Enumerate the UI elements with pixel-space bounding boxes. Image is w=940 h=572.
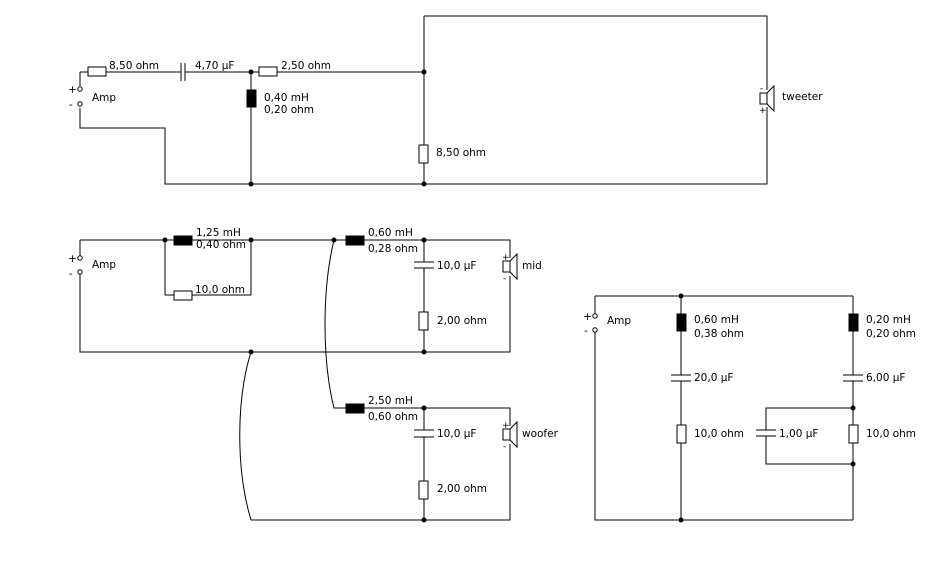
capacitor-series[interactable]: [180, 63, 186, 81]
svg-text:+: +: [759, 106, 767, 116]
plus-sign: +: [68, 253, 77, 265]
speaker-mid-icon[interactable]: + -: [502, 252, 518, 284]
resistor-right[interactable]: [848, 424, 859, 444]
amp-minus-terminal[interactable]: [592, 327, 598, 333]
resistor-left[interactable]: [676, 424, 687, 444]
resistor-right-label: 10,0 ohm: [866, 428, 916, 440]
inductor-shunt[interactable]: [246, 89, 257, 108]
resistor-series-2-label: 2,50 ohm: [281, 60, 331, 72]
resistor-series[interactable]: [87, 66, 107, 77]
amp-plus-terminal[interactable]: [77, 255, 83, 261]
resistor-mid[interactable]: [418, 311, 429, 331]
capacitor-left-label: 20,0 µF: [694, 372, 733, 384]
amp-plus-terminal[interactable]: [77, 86, 83, 92]
junction: [421, 181, 427, 187]
junction: [421, 405, 427, 411]
circuit-tweeter: + - Amp 8,50 ohm 4,70 µF 2,50 ohm 0,40 m…: [68, 15, 823, 187]
amp-label: Amp: [92, 259, 116, 271]
amp-label: Amp: [607, 315, 631, 327]
speaker-mid-label: mid: [522, 260, 542, 272]
inductor-left-resistance: 0,38 ohm: [694, 328, 744, 340]
junction: [421, 349, 427, 355]
inductor-mid[interactable]: [345, 235, 365, 246]
minus-sign: -: [69, 99, 73, 111]
svg-text:+: +: [502, 421, 510, 431]
junction: [331, 237, 337, 243]
svg-text:-: -: [503, 274, 506, 284]
capacitor-woofer-label: 10,0 µF: [437, 428, 476, 440]
resistor-parallel[interactable]: [173, 290, 193, 301]
inductor-right-value: 0,20 mH: [866, 314, 911, 326]
resistor-shunt[interactable]: [418, 144, 429, 164]
inductor-main-value: 1,25 mH: [196, 227, 241, 239]
speaker-tweeter-label: tweeter: [782, 91, 823, 103]
inductor-main[interactable]: [173, 235, 193, 246]
resistor-parallel-label: 10,0 ohm: [195, 284, 245, 296]
circuit-test-load: + - Amp 0,60 mH 0,38 ohm 20,0 µF 10,0 oh…: [583, 293, 916, 523]
junction: [248, 181, 254, 187]
capacitor-right-label: 6,00 µF: [866, 372, 905, 384]
junction: [850, 405, 856, 411]
capacitor-series-label: 4,70 µF: [195, 60, 234, 72]
capacitor-mid-label: 10,0 µF: [437, 260, 476, 272]
resistor-series-label: 8,50 ohm: [109, 60, 159, 72]
resistor-woofer-label: 2,00 ohm: [437, 483, 487, 495]
junction: [421, 237, 427, 243]
junction: [678, 517, 684, 523]
speaker-woofer-icon[interactable]: + -: [502, 420, 518, 452]
junction: [248, 349, 254, 355]
junction: [421, 517, 427, 523]
amp-minus-terminal[interactable]: [77, 269, 83, 275]
capacitor-right[interactable]: [843, 374, 863, 382]
inductor-right-resistance: 0,20 ohm: [866, 328, 916, 340]
plus-sign: +: [583, 311, 592, 323]
junction: [678, 293, 684, 299]
inductor-main-resistance: 0,40 ohm: [196, 239, 246, 251]
inductor-mid-value: 0,60 mH: [368, 227, 413, 239]
capacitor-parallel-label: 1,00 µF: [779, 428, 818, 440]
amp-minus-terminal[interactable]: [77, 101, 83, 107]
junction: [421, 69, 427, 75]
inductor-left-value: 0,60 mH: [694, 314, 739, 326]
resistor-left-label: 10,0 ohm: [694, 428, 744, 440]
capacitor-woofer[interactable]: [414, 429, 434, 438]
resistor-mid-label: 2,00 ohm: [437, 315, 487, 327]
junction: [850, 461, 856, 467]
minus-sign: -: [584, 325, 588, 337]
capacitor-parallel[interactable]: [756, 429, 776, 437]
svg-text:-: -: [760, 84, 763, 94]
plus-sign: +: [68, 84, 77, 96]
speaker-tweeter-icon[interactable]: - +: [759, 84, 775, 116]
amp-label: Amp: [92, 92, 116, 104]
inductor-woofer-value: 2,50 mH: [368, 395, 413, 407]
inductor-mid-resistance: 0,28 ohm: [368, 243, 418, 255]
inductor-woofer[interactable]: [345, 403, 365, 414]
inductor-woofer-resistance: 0,60 ohm: [368, 411, 418, 423]
resistor-woofer[interactable]: [418, 480, 429, 500]
svg-text:+: +: [502, 253, 510, 263]
junction: [248, 237, 254, 243]
junction: [248, 69, 254, 75]
resistor-shunt-label: 8,50 ohm: [436, 147, 486, 159]
capacitor-mid[interactable]: [414, 261, 434, 269]
resistor-series-2[interactable]: [258, 66, 278, 77]
inductor-shunt-value: 0,40 mH: [264, 92, 309, 104]
minus-sign: -: [69, 268, 73, 280]
inductor-shunt-resistance: 0,20 ohm: [264, 104, 314, 116]
svg-text:-: -: [503, 442, 506, 452]
amp-plus-terminal[interactable]: [592, 313, 598, 319]
junction: [162, 237, 168, 243]
speaker-woofer-label: woofer: [522, 428, 559, 440]
inductor-left[interactable]: [676, 313, 687, 332]
circuit-mid-woofer: + - Amp 1,25 mH 0,40 ohm 10,0 ohm 0,60 m…: [68, 227, 559, 523]
inductor-right[interactable]: [848, 313, 859, 332]
capacitor-left[interactable]: [671, 374, 691, 382]
